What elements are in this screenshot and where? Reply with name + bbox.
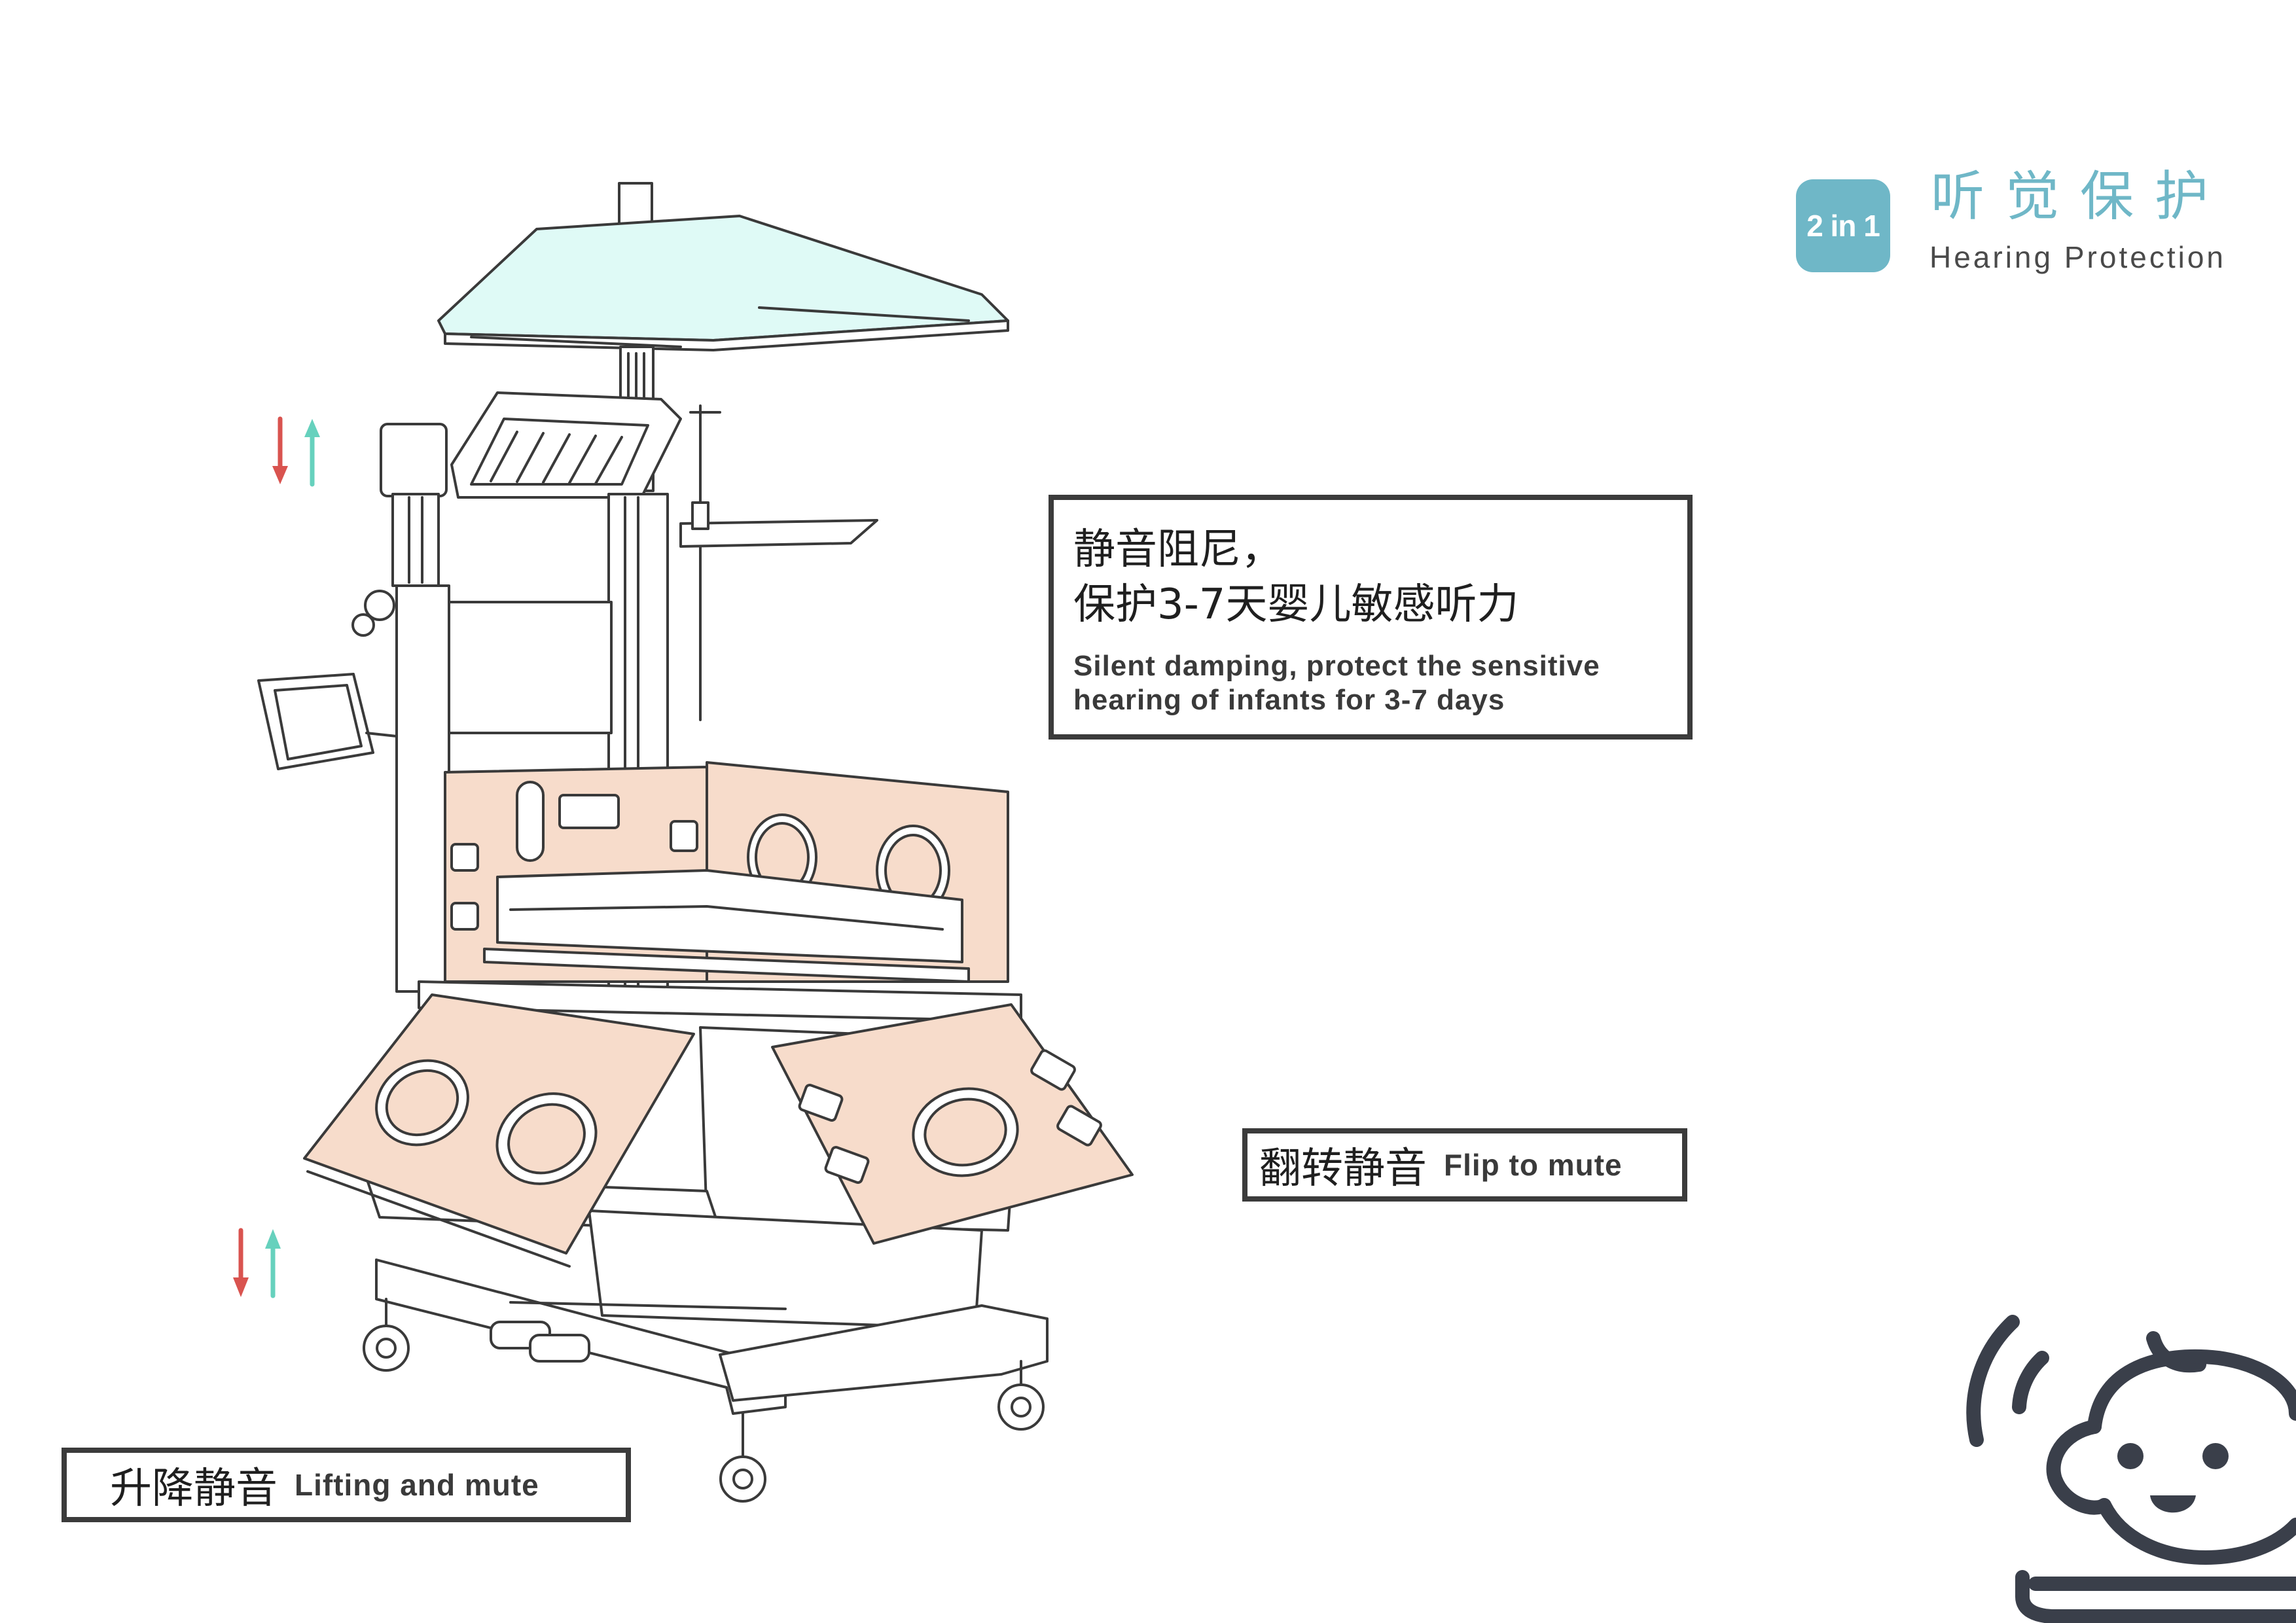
lifting-mute-callout: 升降静音 Lifting and mute — [62, 1448, 631, 1522]
callout-cn-line2: 保护3-7天婴儿敏感听力 — [1073, 580, 1519, 629]
callout-en-line1: Silent damping, protect the sensitive — [1073, 650, 1600, 682]
flip-callout-cn: 翻转静音 — [1259, 1145, 1427, 1193]
badge-label: 2 in 1 — [1806, 209, 1880, 243]
lift-callout-cn: 升降静音 — [110, 1465, 278, 1513]
silent-damping-callout: 静音阻尼， 保护3-7天婴儿敏感听力 Silent damping, prote… — [1049, 495, 1693, 740]
callout-cn-line1: 静音阻尼， — [1073, 526, 1283, 574]
heading-chinese: 听觉保护 — [1931, 166, 2230, 228]
two-in-one-badge: 2 in 1 — [1796, 179, 1890, 272]
flip-to-mute-callout: 翻转静音 Flip to mute — [1242, 1128, 1687, 1202]
lift-callout-en: Lifting and mute — [295, 1468, 539, 1502]
callout-en-line2: hearing of infants for 3-7 days — [1073, 684, 1505, 716]
flip-callout-en: Flip to mute — [1444, 1148, 1623, 1182]
heading-english: Hearing Protection — [1929, 240, 2226, 274]
